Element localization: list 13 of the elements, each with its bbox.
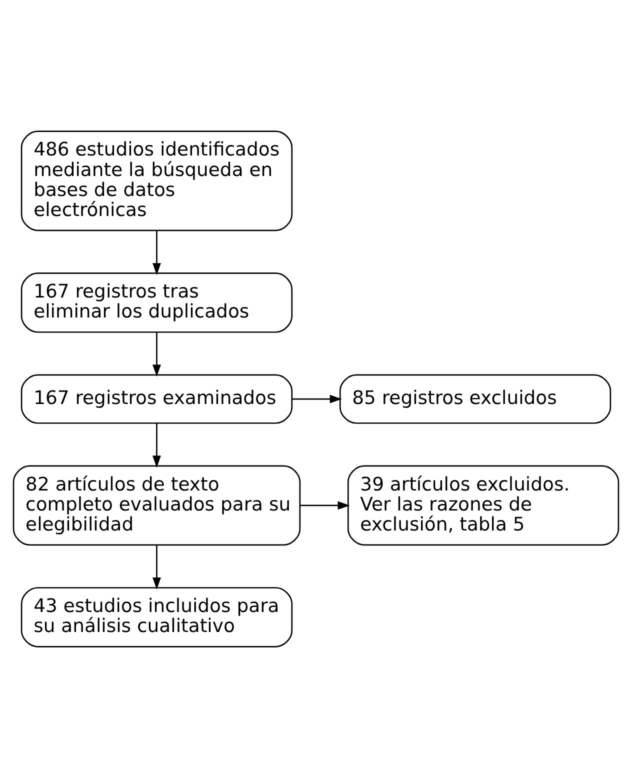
node-box: 486 estudios identificados mediante la búsqueda en bases de datos electrónicas — [20, 130, 293, 232]
node-box: 167 registros examinados — [20, 374, 293, 424]
arrow — [300, 501, 350, 510]
node-box: 167 registros tras eliminar los duplicados — [20, 272, 293, 333]
arrow — [152, 230, 161, 276]
node-box: 43 estudios incluidos para su análisis cualitativo — [20, 587, 293, 648]
node-box: 39 artículos excluidos. Ver las razones de exclusión, tabla 5 — [347, 465, 620, 546]
node-box: 85 registros excluidos — [339, 374, 612, 424]
arrow — [152, 332, 161, 377]
node-box: 82 artículos de texto completo evaluados para su elegibilidad — [12, 465, 301, 546]
arrow — [152, 544, 161, 590]
arrow — [292, 394, 342, 404]
arrow — [152, 423, 161, 468]
